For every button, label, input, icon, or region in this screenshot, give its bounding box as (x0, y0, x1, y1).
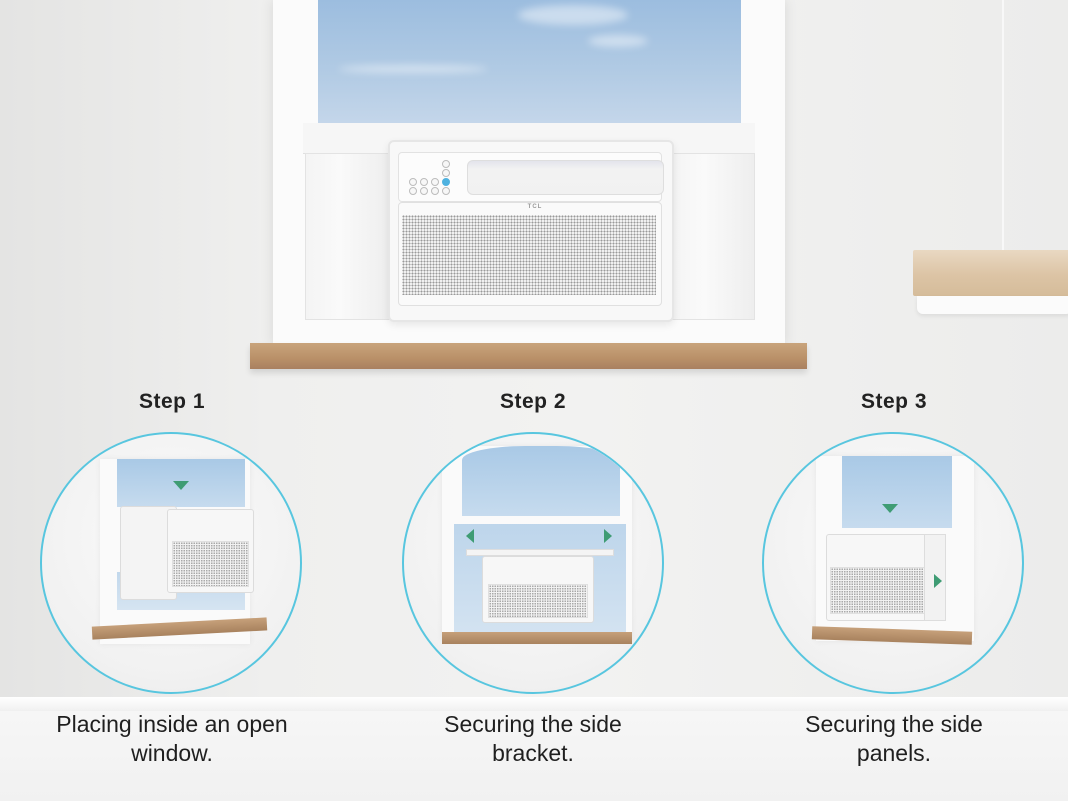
arrow-right-icon (604, 529, 612, 543)
step-2-caption: Securing the side bracket. (444, 711, 622, 766)
step-1-illustration (40, 432, 302, 694)
power-indicator-icon (442, 178, 450, 186)
arrow-down-icon (882, 504, 898, 513)
step-3-caption: Securing the side panels. (805, 711, 983, 766)
ac-button-grid (405, 160, 460, 195)
floor-area (0, 711, 1068, 801)
right-side-panel (670, 153, 755, 320)
arrow-right-icon (934, 574, 942, 588)
step-3-illustration (762, 432, 1024, 694)
window-sky (318, 0, 741, 123)
pendant-lamp-diffuser (917, 296, 1068, 314)
step-1-title: Step 1 (138, 390, 206, 413)
step-2-illustration (402, 432, 664, 694)
ac-display-vent (467, 160, 664, 195)
arrow-down-icon (173, 481, 189, 490)
step-2-title: Step 2 (499, 390, 567, 413)
ac-grille (402, 215, 656, 295)
lamp-cord (1002, 0, 1004, 250)
arrow-left-icon (466, 529, 474, 543)
step-1-caption: Placing inside an open window. (56, 711, 288, 766)
pendant-lamp-shade (913, 250, 1068, 296)
window-sill (250, 343, 807, 369)
step-3-title: Step 3 (860, 390, 928, 413)
left-side-panel (305, 153, 390, 320)
brand-logo: TCL (527, 204, 543, 210)
